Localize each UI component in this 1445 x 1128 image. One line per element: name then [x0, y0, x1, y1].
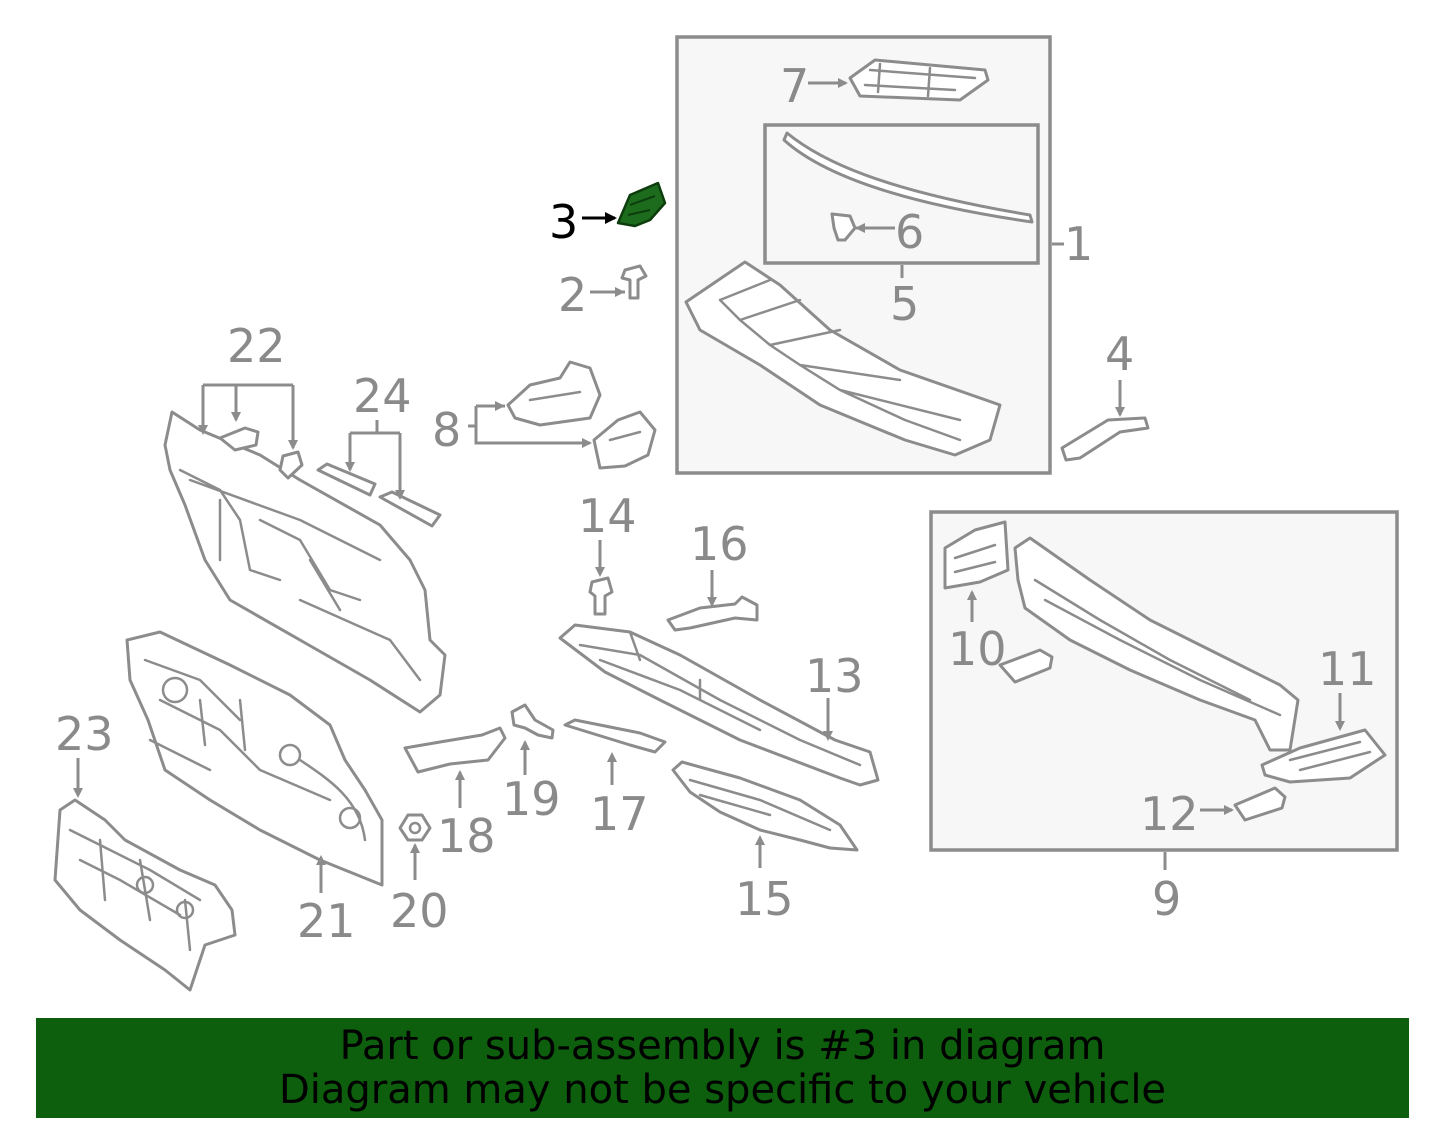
parts-diagram: 1 2 3 4 5 6 7 8 9 10 11 12 13 14 15 16 1… — [53, 35, 1399, 992]
callout-15: 15 — [735, 872, 794, 926]
part-13[interactable] — [558, 623, 880, 787]
callout-6: 6 — [895, 205, 924, 259]
callout-5: 5 — [890, 277, 919, 331]
callout-13: 13 — [805, 649, 864, 703]
callout-24: 24 — [353, 369, 412, 423]
part-12-left[interactable] — [998, 648, 1054, 684]
callout-20: 20 — [390, 884, 449, 938]
part-17[interactable] — [563, 718, 667, 754]
part-5[interactable] — [782, 131, 1034, 224]
part-18[interactable] — [403, 726, 507, 774]
callout-23: 23 — [55, 707, 114, 761]
part-14[interactable] — [588, 576, 614, 616]
arrowhead-3 — [605, 212, 617, 224]
leader-24 — [348, 420, 402, 498]
part-4[interactable] — [1060, 416, 1150, 462]
callout-17: 17 — [590, 787, 649, 841]
part-16[interactable] — [666, 595, 759, 632]
part-22-clip-a[interactable] — [218, 426, 260, 452]
part-7[interactable] — [848, 58, 990, 102]
callout-10: 10 — [948, 622, 1007, 676]
part-22[interactable] — [163, 410, 447, 714]
part-21[interactable] — [125, 630, 384, 887]
callout-18: 18 — [437, 809, 496, 863]
callout-14: 14 — [578, 489, 637, 543]
callout-7: 7 — [780, 59, 809, 113]
callout-21: 21 — [297, 894, 356, 948]
part-15[interactable] — [671, 760, 859, 852]
banner-line-1: Part or sub-assembly is #3 in diagram — [339, 1023, 1106, 1069]
callout-3: 3 — [549, 195, 578, 249]
part-11[interactable] — [1260, 728, 1387, 784]
part-8[interactable] — [506, 360, 657, 470]
callout-4: 4 — [1105, 327, 1134, 381]
banner-line-2: Diagram may not be specific to your vehi… — [278, 1067, 1167, 1113]
callout-8: 8 — [432, 403, 461, 457]
part-3-highlighted[interactable] — [616, 181, 667, 228]
callout-11: 11 — [1318, 642, 1377, 696]
leader-22 — [201, 383, 295, 448]
part-24[interactable] — [316, 462, 442, 528]
part-23[interactable] — [53, 798, 237, 992]
info-banner: Part or sub-assembly is #3 in diagram Di… — [36, 1018, 1409, 1118]
arrowheads — [73, 78, 1345, 865]
callout-19: 19 — [502, 772, 561, 826]
part-6[interactable] — [830, 212, 857, 242]
callout-22: 22 — [227, 319, 286, 373]
callout-16: 16 — [690, 517, 749, 571]
part-12[interactable] — [1233, 786, 1287, 822]
part-2[interactable] — [620, 264, 648, 300]
part-19[interactable] — [510, 703, 555, 740]
part-22-clip-b[interactable] — [278, 450, 304, 480]
callout-9: 9 — [1152, 872, 1181, 926]
part-9[interactable] — [1013, 536, 1300, 752]
part-10[interactable] — [943, 520, 1010, 590]
part-20[interactable] — [398, 813, 432, 842]
callout-12: 12 — [1140, 787, 1199, 841]
callout-2: 2 — [558, 268, 587, 322]
part-1[interactable] — [684, 260, 1002, 457]
callout-1: 1 — [1064, 217, 1093, 271]
